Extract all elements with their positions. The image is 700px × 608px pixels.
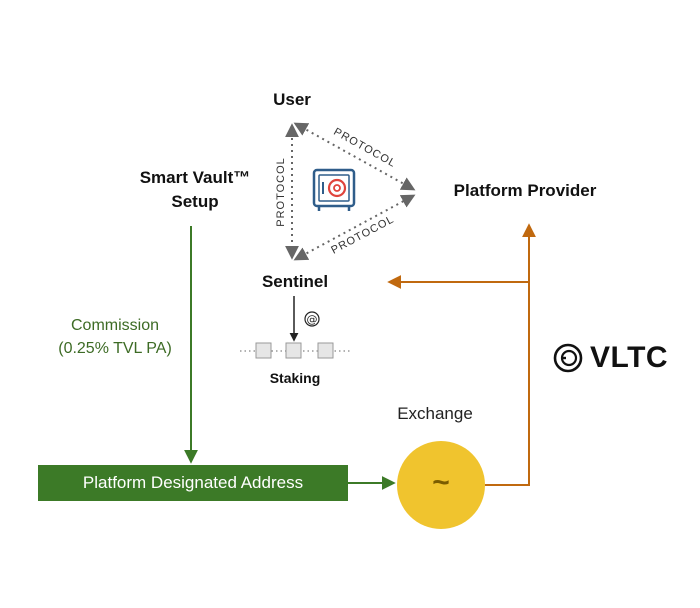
exchange-label: Exchange: [397, 404, 473, 423]
sentinel-label: Sentinel: [261, 272, 329, 291]
exchange-output-arrows: [387, 223, 536, 486]
setup-line-1: Smart Vault™: [139, 168, 251, 187]
platform-provider-label: Platform Provider: [453, 181, 597, 200]
staking-chain: [240, 342, 350, 359]
vltc-logo-text: VLTC: [590, 341, 669, 374]
commission-line-1: Commission: [70, 317, 159, 334]
exchange-node: ~: [397, 441, 485, 529]
setup-line-2: Setup: [171, 192, 219, 211]
staking-label: Staking: [269, 370, 321, 386]
at-sign-icon: @: [304, 311, 320, 327]
vltc-logo: VLTC: [552, 338, 668, 378]
protocol-triangle: [285, 122, 416, 261]
protocol-edge-user-provider: [293, 122, 416, 191]
svg-text:@: @: [307, 313, 318, 326]
commission-label: Commission (0.25% TVL PA): [20, 314, 210, 360]
user-label: User: [273, 90, 311, 109]
vault-icon: [312, 168, 356, 211]
smart-vault-setup-label: Smart Vault™ Setup: [110, 166, 280, 214]
vltc-logo-icon: [553, 343, 583, 373]
protocol-edge-sentinel-provider: [293, 194, 416, 261]
commission-line-2: (0.25% TVL PA): [58, 340, 172, 357]
platform-designated-address-box: Platform Designated Address: [38, 465, 348, 501]
